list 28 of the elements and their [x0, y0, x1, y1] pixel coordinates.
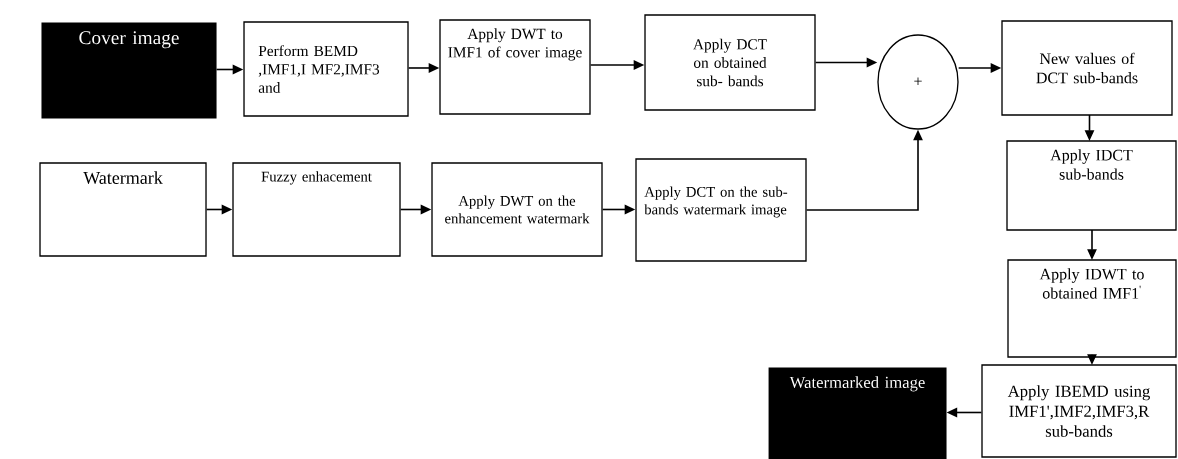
node-label: +	[914, 77, 922, 85]
process-box	[644, 14, 816, 111]
node-label: Perform BEMD ,IMF1,I MF2,IMF3 and	[258, 45, 380, 93]
node-label: Watermarked image	[789, 376, 925, 392]
node-label: Cover image	[79, 31, 179, 49]
process-box	[439, 19, 591, 115]
process-box	[232, 162, 401, 257]
process-box	[1006, 140, 1177, 231]
process-box	[431, 162, 603, 257]
node-label: Apply DWT on the enhancement watermark	[445, 195, 590, 224]
process-box	[981, 364, 1177, 458]
node-label: Apply IDCT sub-bands	[1050, 149, 1133, 180]
node-label: Apply DCT on obtained sub- bands	[693, 38, 767, 87]
node-label: Apply DWT to IMF1 of cover image	[448, 28, 582, 61]
process-box	[1007, 259, 1177, 358]
node-label: Watermark	[83, 171, 163, 185]
node-label: Fuzzy enhacement	[261, 171, 372, 185]
node-label: Apply IDWT to obtained IMF1$^{'}$	[1039, 268, 1144, 299]
node-label: Apply IBEMD using IMF1',IMF2,IMF3,R sub-bands	[1007, 385, 1150, 437]
node-label: Apply DCT on the sub-bands watermark image	[644, 186, 788, 218]
image-box	[41, 22, 217, 119]
image-box	[768, 367, 947, 459]
process-box	[243, 21, 409, 117]
summing-circle	[877, 34, 959, 130]
process-box	[635, 158, 807, 262]
node-label: New values of DCT sub-bands	[1036, 52, 1138, 84]
process-box	[1001, 20, 1173, 116]
process-box	[39, 162, 207, 257]
